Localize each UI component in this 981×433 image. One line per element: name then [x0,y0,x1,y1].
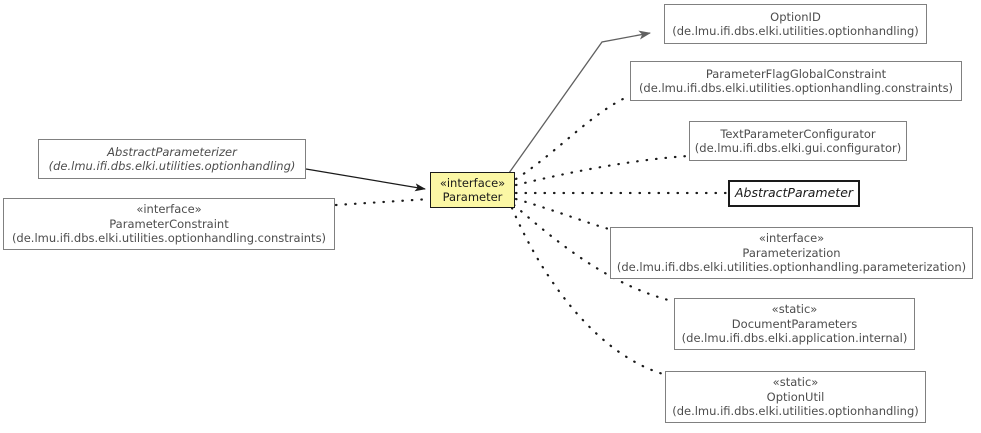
class-node-document-parameters[interactable]: «static» DocumentParameters (de.lmu.ifi.… [674,298,915,350]
class-node-parameter-flag-global-constraint[interactable]: ParameterFlagGlobalConstraint (de.lmu.if… [630,61,962,101]
class-node-line: ParameterFlagGlobalConstraint [705,66,887,81]
edge-parameter-constraint-to-parameter [334,197,432,207]
class-node-option-util[interactable]: «static» OptionUtil (de.lmu.ifi.dbs.elki… [665,371,926,423]
class-node-option-id[interactable]: OptionID (de.lmu.ifi.dbs.elki.utilities.… [664,4,927,44]
class-node-line: Parameterization [742,245,841,260]
class-node-stereotype: «interface» [439,175,506,190]
class-node-line: AbstractParameterizer [107,144,237,159]
class-node-package: (de.lmu.ifi.dbs.elki.utilities.optionhan… [11,231,327,246]
class-node-line: OptionID [770,9,821,24]
class-node-package: (de.lmu.ifi.dbs.elki.gui.configurator) [694,141,902,155]
class-node-stereotype: «interface» [136,202,202,217]
class-node-parameterization[interactable]: «interface» Parameterization (de.lmu.ifi… [610,227,973,279]
class-node-line: AbstractParameter [734,185,854,201]
class-node-stereotype: «interface» [758,231,825,246]
class-node-parameter-constraint[interactable]: «interface» ParameterConstraint (de.lmu.… [3,198,335,250]
class-node-parameter[interactable]: «interface» Parameter [430,172,515,208]
class-node-line: TextParameterConfigurator [720,126,876,141]
edge-parameter-to-option-id [508,30,651,174]
class-node-package: (de.lmu.ifi.dbs.elki.application.interna… [681,331,908,346]
edge-parameter-to-parameter-flag-global-constraint [514,94,631,181]
class-node-package: (de.lmu.ifi.dbs.elki.utilities.optionhan… [638,81,954,95]
edge-abstract-parameterizer-to-parameter [305,168,426,192]
class-node-line: DocumentParameters [731,316,858,331]
class-node-package: (de.lmu.ifi.dbs.elki.utilities.optionhan… [616,260,967,275]
class-node-stereotype: «static» [771,302,818,317]
edge-parameter-to-parameterization [514,197,611,231]
class-node-text-parameter-configurator[interactable]: TextParameterConfigurator (de.lmu.ifi.db… [689,121,907,161]
class-node-abstract-parameter[interactable]: AbstractParameter [728,180,860,207]
class-node-package: (de.lmu.ifi.dbs.elki.utilities.optionhan… [48,159,296,173]
edge-parameter-to-text-parameter-configurator [514,154,690,187]
class-node-package: (de.lmu.ifi.dbs.elki.utilities.optionhan… [672,24,919,38]
class-node-abstract-parameterizer[interactable]: AbstractParameterizer (de.lmu.ifi.dbs.el… [38,139,306,179]
class-node-line: Parameter [442,190,503,204]
class-node-stereotype: «static» [772,375,819,390]
class-node-line: ParameterConstraint [109,216,229,231]
class-node-line: OptionUtil [766,389,825,404]
class-node-package: (de.lmu.ifi.dbs.elki.utilities.optionhan… [672,404,919,419]
